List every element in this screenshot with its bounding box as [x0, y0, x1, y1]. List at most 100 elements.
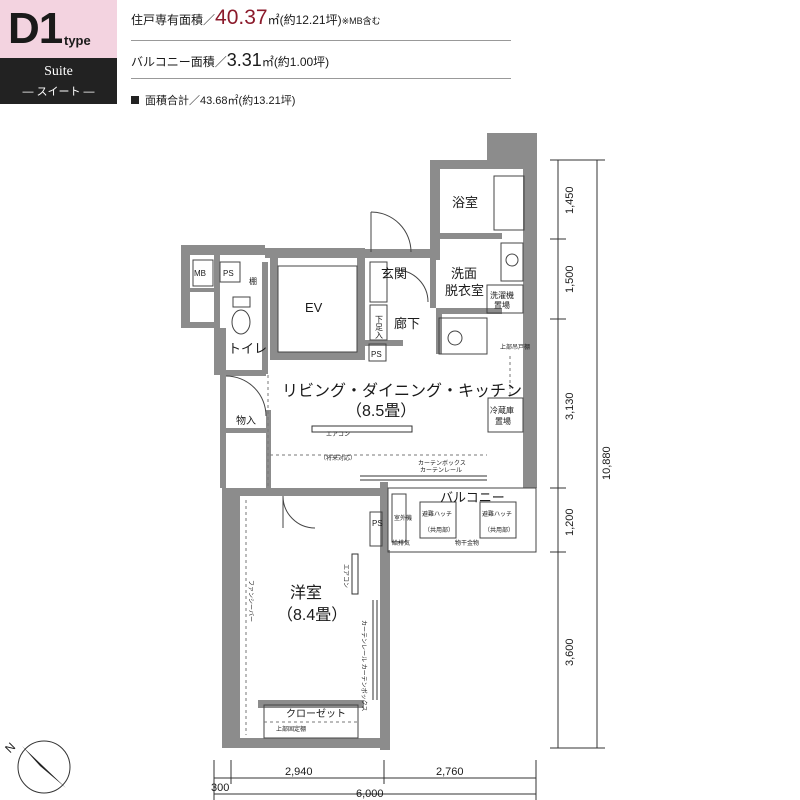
wash-door-swing: [395, 269, 429, 303]
wall: [265, 248, 365, 258]
label-ps-1: PS: [223, 269, 234, 278]
wall: [270, 352, 365, 360]
wall: [258, 700, 364, 708]
label-fridge-1: 冷蔵庫: [490, 405, 514, 415]
label-ps-2: PS: [371, 350, 382, 359]
toilet-bowl: [231, 309, 251, 335]
label-upper-shelf: 上部固定棚: [276, 725, 306, 733]
type-name-en: Suite: [44, 64, 73, 79]
room-bedroom-2: （8.4畳）: [277, 606, 347, 624]
stove: [447, 330, 463, 346]
aircon-box: [311, 425, 413, 433]
wall: [181, 322, 218, 328]
wall: [436, 308, 502, 314]
wall: [181, 288, 218, 292]
total-area-text: 面積合計／43.68㎡(約13.21坪): [145, 95, 296, 107]
room-ldk-1: リビング・ダイニング・キッチン: [282, 382, 522, 400]
label-curtain-box: カーテンボックス: [418, 459, 466, 467]
label-hatch-b-sub: （共用部）: [484, 526, 514, 534]
wall: [214, 255, 220, 375]
label-shelf: 棚: [249, 276, 257, 286]
private-area-unit: ㎡(約12.21坪): [267, 13, 342, 27]
label-duct: 給排気: [392, 539, 410, 547]
label-curtain-rail: カーテンレール: [420, 467, 462, 474]
wall: [226, 428, 271, 433]
label-aircon-2: エアコン: [342, 564, 349, 588]
private-area-note: ※MB含む: [341, 16, 381, 26]
wall: [220, 328, 226, 488]
dim-v-3: 3,130: [564, 392, 576, 420]
type-badge: [0, 0, 117, 58]
horizontal-dimension-labels: 300 2,940 2,760 6,000: [211, 766, 464, 800]
wall: [365, 249, 430, 258]
horizontal-dimensions: [213, 760, 537, 800]
label-hatch-a-sub: （共用部）: [424, 526, 454, 534]
type-name-jp: ― スイート ―: [22, 86, 95, 98]
type-suffix: type: [64, 33, 91, 48]
wall: [226, 370, 266, 376]
compass: N: [2, 740, 71, 794]
vertical-dimension-labels: 1,450 1,500 3,130 1,200 3,600 10,880: [564, 186, 613, 666]
wall: [380, 482, 388, 552]
type-name-box: Suite ― スイート ―: [0, 58, 117, 104]
label-mb: MB: [194, 269, 206, 278]
wall: [181, 245, 265, 255]
toilet-tank: [232, 296, 251, 308]
room-bedroom-1: 洋室: [290, 584, 322, 602]
balcony-area-value: 3.31: [226, 50, 262, 70]
label-drying-rack: 物干金物: [455, 539, 479, 547]
label-fan: ファンシーバー: [247, 580, 254, 622]
label-outdoor-unit: 室外機: [394, 514, 412, 522]
compass-needle-icon: [22, 746, 66, 788]
bathtub: [493, 175, 525, 231]
walls: [181, 133, 537, 750]
room-balcony: バルコニー: [440, 490, 505, 505]
ps-box-1: [219, 261, 241, 283]
type-code: D1: [8, 4, 63, 53]
dim-v-5: 3,600: [564, 638, 576, 666]
wall: [262, 262, 268, 374]
dim-v-total: 10,880: [601, 446, 613, 480]
vanity-sink: [500, 242, 524, 282]
label-washer-1: 洗濯機: [490, 290, 514, 300]
room-toilet: トイレ: [228, 341, 267, 356]
wall: [240, 488, 380, 496]
room-closet: クローゼット: [286, 708, 346, 720]
wall: [270, 258, 278, 360]
balcony-area-unit: ㎡(約1.00坪): [261, 55, 330, 69]
wall: [222, 738, 390, 748]
wall: [357, 258, 365, 360]
dim-h-3: 2,760: [436, 766, 464, 778]
room-washroom-1: 洗面: [451, 266, 477, 281]
fixture-labels: MB PS PS PS 棚 下 足 入 洗濯機 置場 冷蔵庫 置場 エアコン （…: [194, 269, 530, 733]
label-fridge-2: 置場: [495, 416, 511, 426]
private-area-label: 住戸専有面積／: [131, 13, 216, 27]
wall: [365, 340, 403, 346]
wall: [440, 233, 502, 239]
balcony-area-line: バルコニー面積／3.31㎡(約1.00坪): [131, 50, 329, 71]
dashed-lines: [245, 356, 511, 735]
dim-v-4: 1,200: [564, 508, 576, 536]
hatch-b: [479, 501, 517, 539]
label-shoe-2: 足: [375, 323, 383, 332]
shoe-cabinet: [369, 304, 388, 341]
dim-v-1: 1,450: [564, 186, 576, 214]
divider-1: [131, 40, 511, 41]
label-curtain-vertical: カーテンレール カーテンボックス: [360, 620, 368, 712]
label-hatch-b: 避難ハッチ: [482, 510, 512, 518]
entrance-door-swing: [370, 211, 412, 253]
room-ev: EV: [305, 300, 323, 315]
dim-h-1: 300: [211, 782, 229, 794]
balcony-area-label: バルコニー面積／: [131, 55, 227, 69]
kitchen-counter: [438, 317, 488, 355]
balcony-area: [387, 487, 537, 553]
hatch-a: [419, 501, 457, 539]
room-storage: 物入: [236, 414, 256, 427]
label-ps-3: PS: [372, 519, 383, 528]
aircon-box-2: [351, 553, 359, 595]
dim-h-2: 2,940: [285, 766, 313, 778]
compass-ring: [17, 740, 71, 794]
fixture-outlines: [192, 175, 537, 739]
label-hatch-a: 避難ハッチ: [422, 510, 452, 518]
